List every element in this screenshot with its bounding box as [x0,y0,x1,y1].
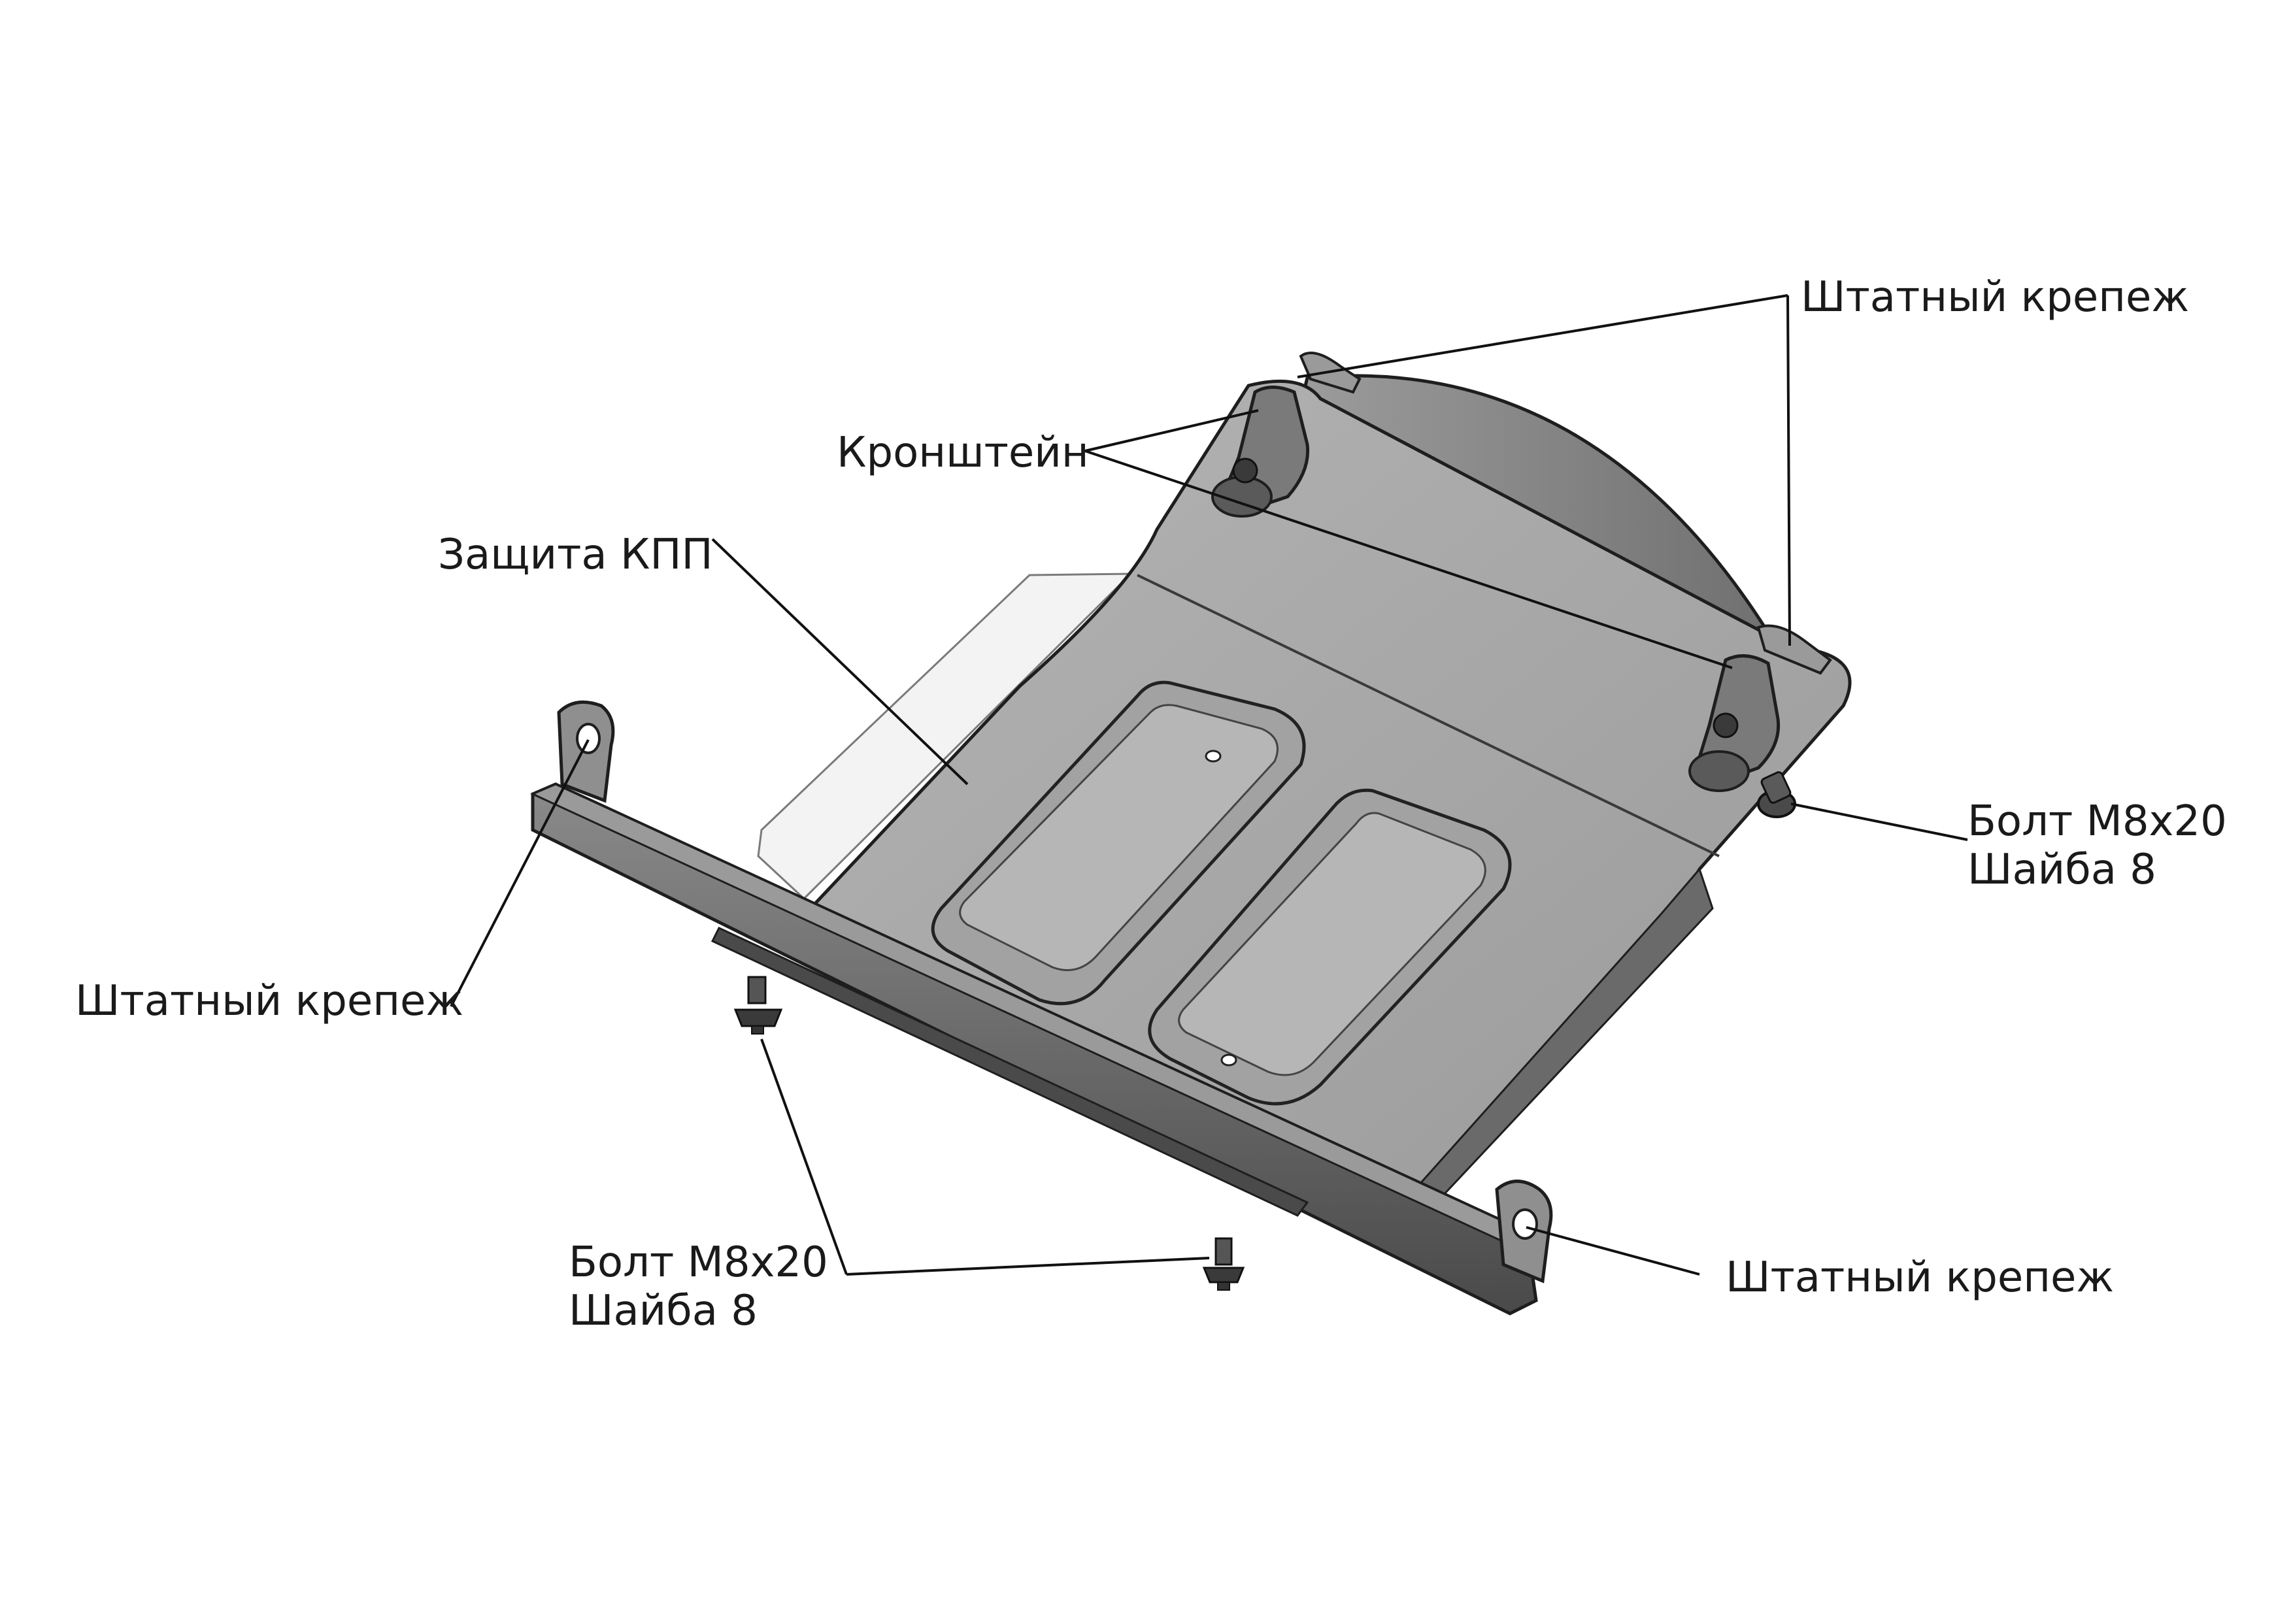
label-gearbox-guard: Защита КПП [438,531,713,579]
label-top-right-fastener: Штатный крепеж [1801,273,2190,322]
leader-bracket-a [1084,409,1259,452]
leader-bracket-b [1084,450,1733,669]
leader-lines [450,294,1968,1276]
bolt-lower-center [1202,1237,1245,1291]
label-right-bolt: Болт М8х20 Шайба 8 [1967,797,2227,894]
right-recess-inner [1178,812,1486,1076]
left-tab-hole [576,723,601,754]
bend-line [1137,574,1720,857]
right-tab-hole [1512,1208,1538,1240]
leader-top-fastener-b [1786,295,1791,646]
plate-hole [1220,1053,1237,1067]
leader-guard [711,538,969,786]
bolt-right [1757,771,1796,818]
guard-plate [807,379,1852,1225]
rail-lower-strip [711,927,1309,1217]
leader-bottom-fastener [1526,1226,1700,1276]
label-left-fastener: Штатный крепеж [75,977,464,1025]
leader-right-bolt [1790,803,1968,841]
label-bottom-bolt: Болт М8х20 Шайба 8 [569,1238,828,1335]
side-flange [757,572,1133,901]
leader-left-fastener [450,739,590,1007]
left-recess-inner [959,704,1279,971]
label-bracket: Кронштейн [837,429,1089,477]
bolt-lower-left [733,976,783,1035]
plate-hole [1205,750,1222,763]
leader-bottom-bolt-b [846,1257,1210,1276]
bracket-right [1688,624,1832,792]
leader-bottom-bolt-a [760,1038,848,1275]
label-bottom-right-fastener: Штатный крепеж [1726,1253,2115,1302]
leader-top-fastener-a [1297,294,1788,378]
